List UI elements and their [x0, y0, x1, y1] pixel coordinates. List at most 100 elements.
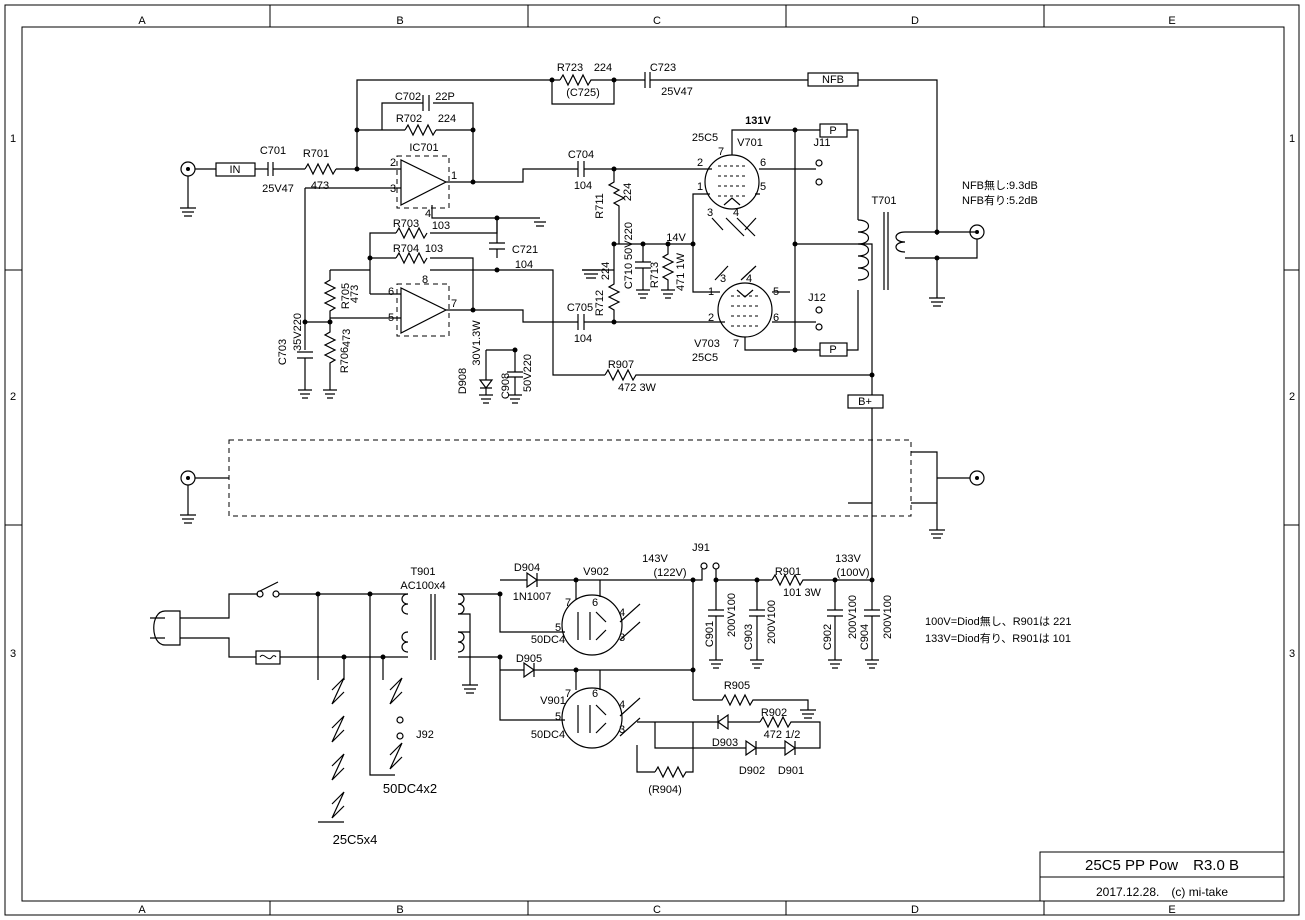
drawing-date-author: 2017.12.28. (c) mi-take [1096, 885, 1228, 899]
c903-ref: C903 [743, 624, 755, 650]
svg-text:3: 3 [619, 632, 625, 644]
fuse [255, 650, 281, 665]
svg-text:6: 6 [388, 286, 394, 298]
pin-numbers: 2 3 1 4 6 5 7 8 2 7 6 1 5 3 4 3 4 1 5 2 … [388, 146, 779, 736]
v902-type: 50DC4 [531, 634, 565, 646]
c902-symbol [827, 580, 843, 660]
output-tubes: P P [700, 123, 859, 357]
supply-100v: (100V) [836, 567, 869, 579]
d904-value: 1N1007 [513, 591, 552, 603]
row-label-left: 2 [10, 391, 16, 403]
c703-symbol [297, 351, 313, 390]
col-label-top: C [653, 15, 661, 27]
v701-type: 25C5 [692, 132, 718, 144]
nfb-loop: NFB [549, 72, 938, 235]
r702-ref: R702 [396, 113, 422, 125]
r711-value: 224 [622, 183, 634, 201]
svg-text:5: 5 [773, 286, 779, 298]
svg-text:7: 7 [565, 688, 571, 700]
r713-value: 471 1W [675, 252, 687, 291]
c723-symbol [644, 72, 651, 88]
svg-text:2: 2 [697, 157, 703, 169]
bplus-connector: B+ [847, 375, 884, 580]
t901-ref: T901 [410, 566, 435, 578]
c721-symbol [489, 218, 505, 258]
component-labels: C701 25V47 R701 473 C702 22P R702 224 IC… [260, 62, 897, 847]
r705-ref: R705 [340, 283, 352, 309]
d903-ref: D903 [712, 737, 738, 749]
r703-value: 103 [432, 220, 450, 232]
col-label-bottom: C [653, 904, 661, 916]
bias-voltage: 14V [666, 232, 686, 244]
v902-ref: V902 [583, 566, 609, 578]
svg-text:1: 1 [708, 286, 714, 298]
d903-symbol [693, 713, 760, 731]
c705-ref: C705 [567, 302, 593, 314]
bplus-box [847, 394, 884, 409]
c903-symbol [749, 580, 765, 660]
row-label-right: 2 [1289, 391, 1295, 403]
r711-symbol [607, 169, 626, 244]
r901-symbol [771, 573, 872, 587]
j12-ref: J12 [808, 292, 826, 304]
input-stage: IN [180, 79, 578, 350]
c701-symbol [267, 162, 274, 176]
r706-value: 473 [341, 329, 353, 347]
col-label-top: A [138, 15, 146, 27]
output-transformer [795, 212, 985, 378]
drawing-title: 25C5 PP Pow R3.0 B [1085, 857, 1239, 874]
j91-ref: J91 [692, 542, 710, 554]
d905-symbol [523, 661, 536, 679]
col-label-top: D [911, 15, 919, 27]
r712-value: 224 [600, 262, 612, 280]
r713-symbol [661, 244, 675, 299]
r907-symbol [604, 368, 872, 382]
r905-ref: R905 [724, 680, 750, 692]
bplus-label: B+ [858, 396, 872, 408]
c904-symbol [864, 580, 880, 660]
p-label-lower: P [829, 344, 836, 356]
row-label-right: 3 [1289, 648, 1295, 660]
svg-text:3: 3 [390, 183, 396, 195]
phase-inverter [297, 215, 872, 404]
c902-value: 200V100 [847, 595, 859, 639]
frame-grid-labels: A B C D E A B C D E 1 2 3 1 2 3 [10, 15, 1295, 916]
svg-text:5: 5 [555, 622, 561, 634]
svg-text:4: 4 [733, 207, 739, 219]
r901-value: 101 3W [783, 587, 822, 599]
c901-symbol [708, 580, 724, 660]
v901-symbol [561, 687, 623, 749]
svg-text:8: 8 [422, 274, 428, 286]
svg-text:7: 7 [565, 597, 571, 609]
v703-symbol [717, 282, 773, 338]
r703-symbol [395, 226, 428, 240]
t701-primary [857, 219, 870, 281]
r712-symbol [607, 244, 621, 322]
v901-type: 50DC4 [531, 729, 565, 741]
col-label-bottom: E [1168, 904, 1175, 916]
d901-ref: D901 [778, 765, 804, 777]
ic701-ref: IC701 [409, 142, 438, 154]
v902-symbol [561, 594, 623, 656]
nfb-label: NFB [822, 74, 844, 86]
r711-ref: R711 [594, 193, 606, 218]
r704-value: 103 [425, 243, 443, 255]
c901-ref: C901 [704, 621, 716, 647]
d908-symbol [478, 379, 494, 389]
c908-ref: C908 [500, 373, 512, 399]
col-label-top: B [396, 15, 403, 27]
c710-value: 50V220 [623, 222, 635, 260]
svg-text:6: 6 [760, 157, 766, 169]
r723-symbol [559, 73, 645, 87]
c701-ref: C701 [260, 145, 286, 157]
right-channel-block [180, 439, 985, 539]
c723-value: 25V47 [661, 86, 693, 98]
r701-ref: R701 [303, 148, 329, 160]
r706-symbol [323, 322, 337, 390]
svg-text:7: 7 [718, 146, 724, 158]
r902-value: 472 1/2 [764, 729, 801, 741]
svg-text:3: 3 [720, 273, 726, 285]
svg-text:6: 6 [773, 312, 779, 324]
voltage-annotations: 131V 14V 143V (122V) 133V (100V) [642, 115, 869, 579]
heater-25c5-label: 25C5x4 [333, 832, 378, 847]
